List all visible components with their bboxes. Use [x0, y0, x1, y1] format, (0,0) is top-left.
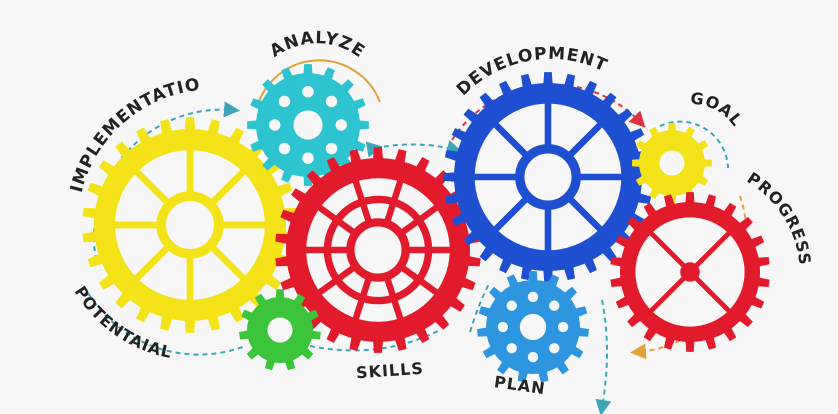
potential-gear [239, 289, 321, 371]
arrow-analyze-to-development [365, 140, 463, 158]
label-goal: GOAL [690, 89, 747, 130]
arrow-goal [659, 120, 729, 169]
progress-gear [610, 192, 770, 352]
gears-group [82, 64, 770, 383]
label-plan: PLAN [493, 372, 547, 398]
arrow-skills-to-plan [469, 281, 491, 333]
arrow-potential [83, 285, 246, 356]
label-analyze: ANALYZE [266, 28, 368, 62]
arrow-plan [595, 299, 612, 414]
implementation-gear [82, 117, 298, 333]
arrow-implementation [93, 101, 240, 261]
analyze-gear [247, 64, 369, 186]
development-gear [443, 72, 653, 282]
skills-gear [275, 147, 481, 353]
label-skills: SKILLS [355, 359, 424, 383]
plan-gear [477, 271, 589, 383]
goal-gear [632, 123, 712, 203]
